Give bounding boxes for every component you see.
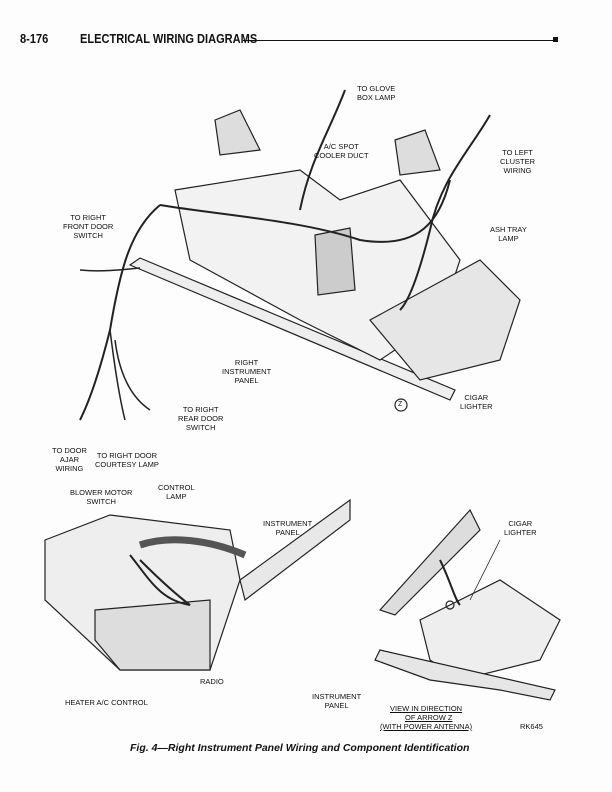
header-marker xyxy=(553,37,558,42)
page-number: 8-176 xyxy=(20,31,49,46)
left-detail-drawing xyxy=(44,498,351,671)
label-instrument-panel-left: INSTRUMENT PANEL xyxy=(263,519,313,537)
label-view-line2: OF ARROW Z xyxy=(405,713,453,722)
arrow-z-marker: Z xyxy=(398,401,403,408)
label-cigar-lighter: CIGAR LIGHTER xyxy=(460,393,493,411)
figure-caption: Fig. 4—Right Instrument Panel Wiring and… xyxy=(130,742,470,754)
label-right-rear-door-switch: TO RIGHT REAR DOOR SWITCH xyxy=(178,405,224,432)
section-title: ELECTRICAL WIRING DIAGRAMS xyxy=(80,31,258,46)
label-instrument-panel-right: INSTRUMENT PANEL xyxy=(312,692,362,710)
label-right-front-door-switch: TO RIGHT FRONT DOOR SWITCH xyxy=(63,213,114,240)
main-panel-drawing xyxy=(79,89,521,421)
label-glove-box-lamp: TO GLOVE BOX LAMP xyxy=(357,84,396,102)
label-right-door-courtesy-lamp: TO RIGHT DOOR COURTESY LAMP xyxy=(95,451,159,469)
label-heater-ac-control: HEATER A/C CONTROL xyxy=(65,698,148,707)
label-right-instrument-panel: RIGHT INSTRUMENT PANEL xyxy=(222,358,272,385)
label-view-line3: (WITH POWER ANTENNA) xyxy=(380,722,473,731)
label-blower-motor-switch: BLOWER MOTOR SWITCH xyxy=(70,488,133,506)
figure-code: RK645 xyxy=(520,722,543,731)
label-control-lamp: CONTROL LAMP xyxy=(158,483,195,501)
label-left-cluster-wiring: TO LEFT CLUSTER WIRING xyxy=(500,148,536,175)
label-view-line1: VIEW IN DIRECTION xyxy=(390,704,463,713)
label-cigar-lighter-detail: CIGAR LIGHTER xyxy=(504,519,537,537)
label-ash-tray-lamp: ASH TRAY LAMP xyxy=(490,225,527,243)
label-ac-spot-cooler-duct: A/C SPOT COOLER DUCT xyxy=(314,142,369,160)
header-rule xyxy=(243,40,553,41)
label-door-ajar-wiring: TO DOOR AJAR WIRING xyxy=(52,446,87,473)
right-detail-drawing xyxy=(374,508,561,701)
label-radio: RADIO xyxy=(200,677,224,686)
